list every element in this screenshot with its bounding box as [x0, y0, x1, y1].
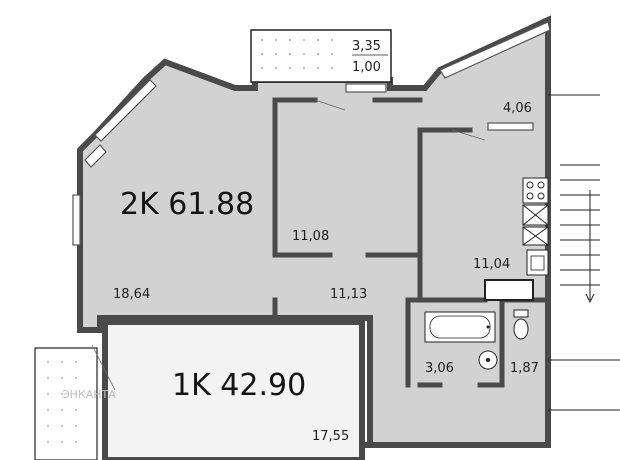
vent-shaft: [484, 279, 534, 301]
balcony-coef-top: 1,00: [352, 60, 381, 75]
balcony-top[interactable]: [250, 29, 392, 83]
room-area-corridor-2k: 11,13: [330, 287, 367, 302]
balcony-1k[interactable]: [34, 347, 98, 460]
sink-icon: [526, 249, 549, 276]
loggia-area-right: 4,06: [503, 101, 532, 116]
room-area-bedroom-2k: 11,08: [292, 229, 329, 244]
unit-2k-label: 2K 61.88: [120, 187, 254, 222]
room-area-kitchen-2k: 11,04: [473, 257, 510, 272]
cabinet-icon: [522, 204, 549, 246]
watermark: ЭНКАНТА: [62, 388, 116, 401]
washbasin-icon: [478, 350, 498, 370]
room-area-living-2k: 18,64: [113, 287, 150, 302]
room-area-1k: 17,55: [312, 429, 349, 444]
windows: [72, 21, 551, 246]
unit-1k-area[interactable]: [102, 319, 365, 460]
toilet-icon: [513, 309, 529, 340]
staircase: [548, 94, 620, 411]
door-line-1k: [91, 344, 116, 391]
unit-1k-label: 1K 42.90: [172, 368, 306, 403]
interior-walls: [272, 97, 551, 388]
door-lines: [314, 99, 486, 141]
balcony-area-top: 3,35: [352, 39, 381, 54]
wc-area: 1,87: [510, 361, 539, 376]
balcony-1k-dots: [47, 361, 77, 443]
bath-area: 3,06: [425, 361, 454, 376]
balcony-top-dots: [261, 39, 333, 69]
bathtub-icon: [424, 311, 496, 343]
stove-icon: [522, 177, 549, 204]
